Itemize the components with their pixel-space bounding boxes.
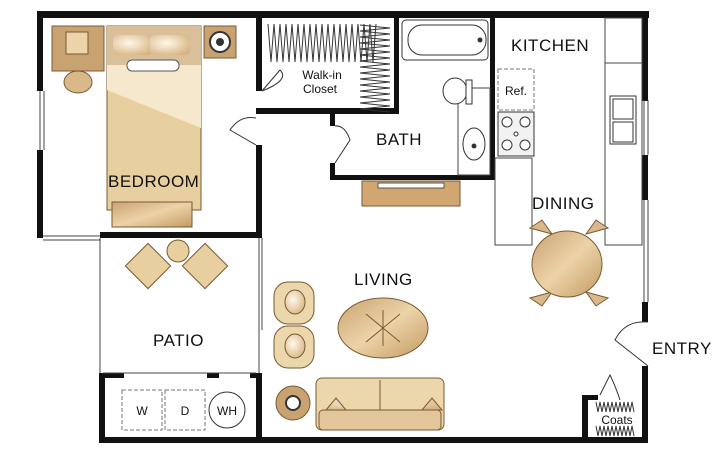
walls [37, 11, 649, 443]
room-label-bath: BATH [376, 130, 422, 149]
room-label-patio: PATIO [153, 331, 204, 350]
kitchen-fixtures [497, 68, 637, 157]
closet-clothes [267, 23, 391, 113]
water-heater-label: WH [217, 404, 237, 418]
patio-furniture [124, 239, 229, 290]
room-label-bedroom: BEDROOM [108, 172, 199, 191]
refrigerator-label: Ref. [505, 84, 527, 98]
room-label-dining: DINING [532, 194, 595, 213]
room-label-living: LIVING [354, 270, 413, 289]
bedroom-furniture [51, 25, 237, 228]
washer-label: W [136, 404, 148, 418]
coat-hangers [595, 401, 635, 437]
dryer-label: D [181, 404, 190, 418]
living-furniture [273, 281, 445, 431]
laundry [121, 389, 246, 431]
windows [39, 17, 649, 374]
coats-label: Coats [601, 413, 632, 427]
doors [229, 69, 649, 401]
room-label-closet-line2: Closet [303, 82, 338, 96]
room-label-closet-line1: Walk-in [302, 68, 342, 82]
console-shelf [377, 182, 445, 189]
room-label-kitchen: KITCHEN [511, 36, 589, 55]
bath-fixtures [401, 19, 489, 161]
room-label-entry: ENTRY [652, 339, 712, 358]
dining-set [528, 219, 610, 307]
